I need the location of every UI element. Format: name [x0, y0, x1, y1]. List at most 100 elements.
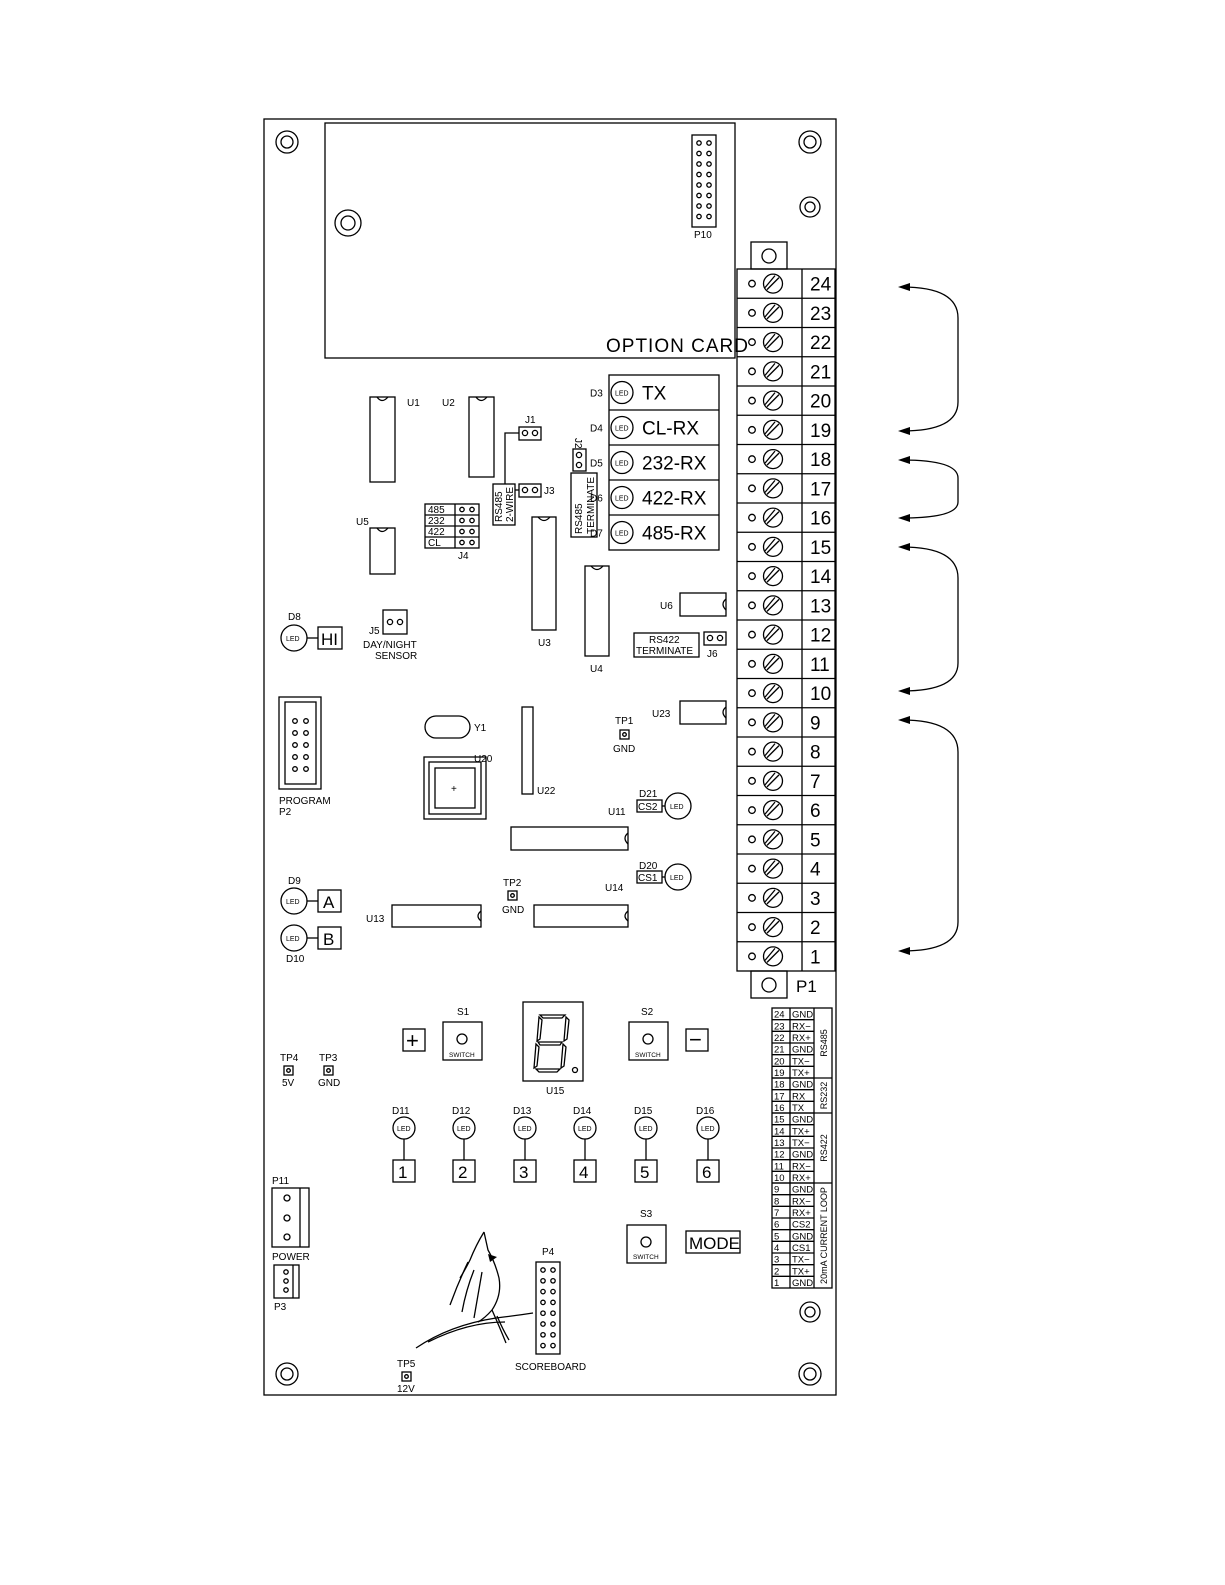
pinout-pin: 23: [774, 1021, 785, 1032]
status-led-icon: [610, 450, 634, 475]
u15-label: U15: [546, 1086, 565, 1097]
terminal-screw-icon: [762, 946, 784, 967]
j4-row-label: 232: [428, 516, 445, 527]
d21-label: D21: [639, 789, 658, 800]
terminal-screw-icon: [762, 770, 784, 792]
pinout-pin: 12: [774, 1150, 785, 1161]
terminal-number-14: 14: [810, 567, 832, 588]
pinout-pin: 13: [774, 1138, 785, 1149]
mounting-hole-icon: [799, 196, 821, 218]
status-led-icon: [610, 415, 634, 440]
tp3-pad: [323, 1065, 334, 1076]
u15-display: [522, 1001, 584, 1082]
rs485-terminate-label-b: TERMINATE: [586, 477, 597, 534]
d8-led-icon: LED: [280, 624, 308, 652]
led-number-label: 4: [579, 1163, 588, 1182]
pinout-signal: RX: [792, 1091, 806, 1102]
s1-switch-label: SWITCH: [449, 1052, 475, 1059]
terminal-number-9: 9: [810, 713, 821, 734]
status-led-label: 232-RX: [642, 454, 707, 475]
rs485-2wire-label-b: 2-WIRE: [505, 487, 516, 522]
pinout-signal: RX−: [792, 1021, 811, 1032]
terminal-number-11: 11: [810, 655, 830, 676]
pin-icon: [540, 1288, 546, 1295]
svg-text:LED: LED: [518, 1126, 532, 1133]
pin-icon: [550, 1331, 556, 1338]
j1-label: J1: [525, 415, 536, 426]
status-led-ref: D4: [590, 424, 603, 435]
tp5-12v-label: 12V: [397, 1384, 415, 1395]
tp3-gnd-label: GND: [318, 1078, 340, 1089]
terminal-screw-icon: [762, 361, 784, 382]
scoreboard-header: [535, 1261, 561, 1355]
terminal-hole-icon: [748, 542, 756, 551]
pinout-signal: GND: [792, 1115, 813, 1126]
pin-icon: [706, 182, 712, 188]
status-led-label: CL-RX: [642, 419, 699, 440]
pin-icon: [303, 742, 309, 748]
pin-icon: [540, 1331, 546, 1338]
status-led-label: 422-RX: [642, 489, 707, 510]
led-ref-D11: D11: [392, 1106, 410, 1117]
mounting-hole-icon: [275, 1362, 299, 1386]
pinout-group-label: 20mA CURRENT LOOP: [819, 1187, 829, 1284]
j5-connector: [382, 609, 408, 635]
terminal-number-4: 4: [810, 860, 821, 881]
p3-label: P3: [274, 1302, 287, 1313]
tp4-5v-label: 5V: [282, 1078, 295, 1089]
group-arrow-rs422: [901, 546, 959, 692]
terminal-screw-icon: [762, 273, 784, 294]
terminal-hole-icon: [748, 893, 756, 902]
pin-icon: [303, 718, 309, 724]
pin-icon: [292, 742, 298, 748]
j4-row-label: 422: [428, 527, 445, 538]
pin-icon: [706, 203, 712, 209]
program-label: PROGRAM: [279, 796, 331, 807]
pinout-group-label: RS422: [819, 1134, 829, 1162]
pin-icon: [706, 192, 712, 199]
pin-icon: [706, 213, 712, 220]
pin-icon: [696, 150, 702, 157]
pin-icon: [540, 1267, 546, 1273]
cs2-label: CS2: [638, 802, 658, 813]
led-number-label: 3: [519, 1163, 528, 1182]
pinout-pin: 3: [774, 1255, 779, 1266]
hi-box: [317, 626, 343, 650]
tp5-label: TP5: [397, 1359, 416, 1370]
s2-label: S2: [641, 1007, 654, 1018]
terminal-hole-icon: [748, 601, 756, 610]
terminal-hole-icon: [748, 630, 756, 639]
p11-label: P11: [272, 1176, 289, 1187]
terminal-screw-icon: [762, 565, 784, 587]
terminal-hole-icon: [748, 396, 756, 405]
led-number-box: [696, 1159, 720, 1183]
pinout-signal: RX+: [792, 1033, 811, 1044]
tp4-pad: [283, 1065, 294, 1076]
pin-icon: [540, 1310, 546, 1317]
terminal-hole-icon: [748, 718, 756, 727]
terminal-number-1: 1: [810, 947, 821, 968]
arrowhead-icon: [898, 427, 910, 435]
s3-label: S3: [640, 1209, 653, 1220]
b-label: B: [323, 930, 334, 949]
pin-icon: [550, 1277, 556, 1284]
s2-switch-label: SWITCH: [635, 1052, 661, 1059]
pinout-signal: GND: [792, 1080, 813, 1091]
svg-text:LED: LED: [670, 804, 684, 811]
u4-chip: [584, 565, 610, 657]
pinout-signal: CS1: [792, 1243, 810, 1254]
pinout-pin: 14: [774, 1126, 785, 1137]
u4-label: U4: [590, 664, 603, 675]
d10-led-icon: LED: [280, 924, 308, 952]
terminal-screw-icon: [762, 331, 784, 353]
terminal-screw-icon: [762, 419, 784, 441]
hi-label: HI: [321, 630, 338, 649]
svg-text:LED: LED: [615, 496, 629, 503]
svg-text:LED: LED: [578, 1126, 592, 1133]
terminal-number-16: 16: [810, 509, 831, 530]
minus-box: [685, 1028, 709, 1052]
tp1-label: TP1: [615, 716, 634, 727]
pinout-signal: RX−: [792, 1196, 811, 1207]
u13-label: U13: [366, 914, 385, 925]
pin-icon: [292, 730, 298, 736]
